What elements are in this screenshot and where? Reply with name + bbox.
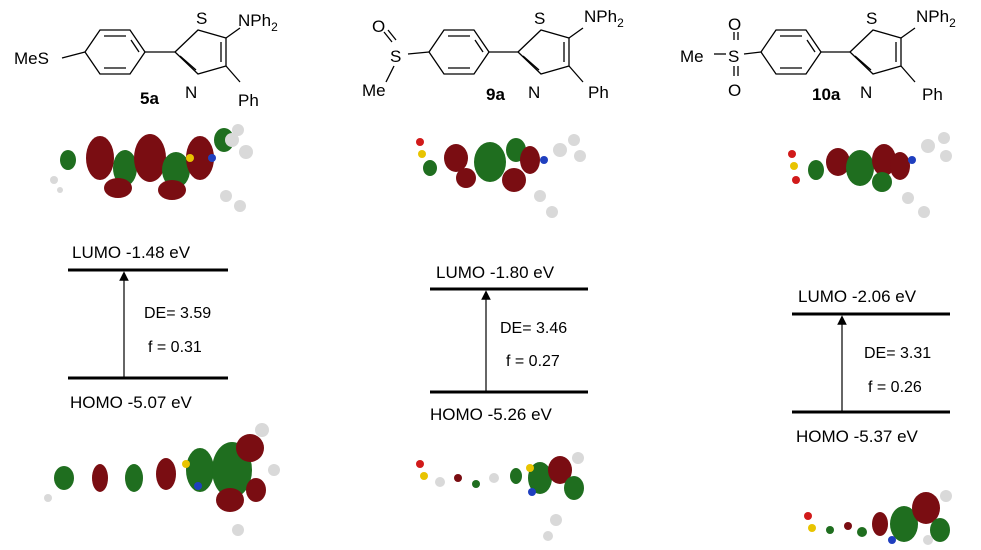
homo-label-5a: HOMO -5.07 eV xyxy=(70,393,193,412)
sulfur-group-9a: S xyxy=(390,47,401,66)
phenyl-9a: Ph xyxy=(588,83,609,102)
homo-orbital-9a xyxy=(416,452,584,541)
homo-label-10a: HOMO -5.37 eV xyxy=(796,427,919,446)
thiazole-ring-10a xyxy=(849,29,902,75)
lumo-orbital-10a xyxy=(788,132,952,218)
lumo-orbital-5a xyxy=(50,124,253,212)
ring-n-9a: N xyxy=(528,83,540,102)
oxygen-top-10a: O xyxy=(728,15,741,34)
structure-10a xyxy=(714,27,916,83)
amine-10a: NPh2 xyxy=(916,7,956,30)
ring-s-10a: S xyxy=(866,9,877,28)
structure-9a xyxy=(383,27,584,83)
lumo-orbital-9a xyxy=(416,134,586,218)
oxygen-bottom-10a: O xyxy=(728,81,741,100)
sulfur-group-5a: MeS xyxy=(14,49,49,68)
phenyl-10a: Ph xyxy=(922,85,943,104)
sulfur-group-10a: S xyxy=(728,47,739,66)
homo-label-9a: HOMO -5.26 eV xyxy=(430,405,553,424)
homo-orbital-5a xyxy=(44,423,280,536)
lumo-label-5a: LUMO -1.48 eV xyxy=(72,243,191,262)
thiazole-ring-5a xyxy=(174,29,227,75)
oscillator-label-9a: f = 0.27 xyxy=(506,353,560,370)
oscillator-label-10a: f = 0.26 xyxy=(868,379,922,396)
gap-label-9a: DE= 3.46 xyxy=(500,320,567,337)
amine-5a: NPh2 xyxy=(238,11,278,34)
oxygen-9a: O xyxy=(372,17,385,36)
lumo-label-10a: LUMO -2.06 eV xyxy=(798,287,917,306)
compound-id-10a: 10a xyxy=(812,85,841,104)
oscillator-label-5a: f = 0.31 xyxy=(148,339,202,356)
structure-5a xyxy=(61,27,241,83)
ring-s-9a: S xyxy=(534,9,545,28)
homo-orbital-10a xyxy=(804,490,952,545)
compound-id-5a: 5a xyxy=(140,89,159,108)
gap-label-5a: DE= 3.59 xyxy=(144,305,211,322)
thiazole-ring-9a xyxy=(517,29,570,75)
gap-label-10a: DE= 3.31 xyxy=(864,345,931,362)
compound-id-9a: 9a xyxy=(486,85,505,104)
ring-s-5a: S xyxy=(196,9,207,28)
ring-n-10a: N xyxy=(860,83,872,102)
amine-9a: NPh2 xyxy=(584,7,624,30)
methyl-10a: Me xyxy=(680,47,704,66)
phenyl-5a: Ph xyxy=(238,91,259,110)
ring-n-5a: N xyxy=(185,83,197,102)
lumo-label-9a: LUMO -1.80 eV xyxy=(436,263,555,282)
methyl-9a: Me xyxy=(362,81,386,100)
